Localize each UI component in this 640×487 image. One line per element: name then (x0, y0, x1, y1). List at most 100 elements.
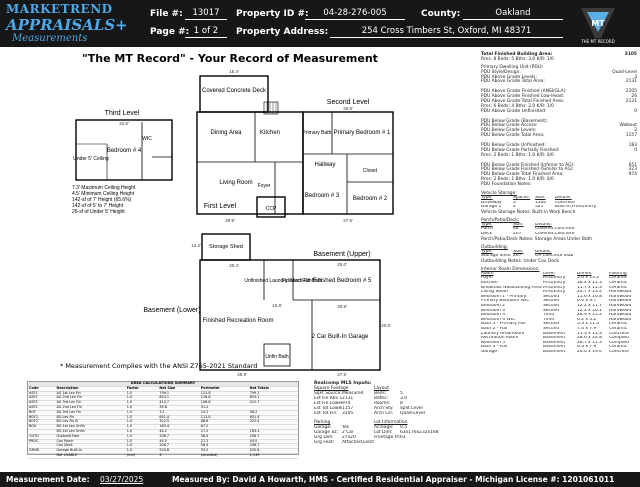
label-foyer: Foyer (258, 183, 271, 189)
grid-cell: 28.6 x 24.8 (577, 336, 602, 341)
label-living: Living Room (219, 180, 252, 186)
grid-cell: Second (543, 308, 560, 313)
summary-value: 2131 (625, 99, 637, 105)
mls-title: Realcomp MLS Inputs: (314, 381, 372, 386)
calc-cell (28, 429, 56, 435)
mls-cell: 3.0 (400, 396, 407, 401)
calc-summary-title: AREA CALCULATIONS SUMMARY (28, 381, 298, 387)
grid-cell: Second (543, 294, 560, 299)
calc-cell: 412.7 (248, 400, 298, 406)
logo-line-3: Measurements (12, 33, 88, 44)
grid-cell: Ceramic (609, 322, 628, 327)
mls-cell: Arch Sty: (374, 406, 394, 411)
calc-cell: 27.2 (199, 429, 249, 435)
calc-cell: 206.7 (158, 434, 200, 440)
calc-cell: BGU (28, 424, 56, 430)
mls-square-footage-header: Square Footage (314, 386, 349, 391)
third-level-outline (75, 119, 173, 181)
summary-value: Quad-Level (612, 69, 637, 75)
logo-line-2: APPRAISALS+ (6, 16, 128, 34)
calc-cell: BGF2 (28, 420, 56, 426)
grid-cell: CompWd (609, 336, 629, 341)
mls-cell: Garage: (314, 425, 332, 430)
grid-header-cell: Size: (513, 222, 524, 227)
label-finished-rec: Finished Recreation Room (202, 318, 273, 324)
calc-cell: 35.8 (158, 405, 200, 411)
calc-cell: Net LIVABLE (55, 453, 126, 459)
summary-value: 183 (628, 143, 637, 149)
calc-cell: ASF2 (28, 405, 56, 411)
grid-cell: Hardwood (609, 294, 632, 299)
grid-cell: 6.2 x 5.2 (577, 317, 597, 322)
mls-cell: Est Fin Abv Gr: (314, 396, 342, 401)
mls-cell: Measured (342, 391, 364, 396)
calc-cell: 1.0 (125, 439, 159, 445)
label-first-level: First Level (204, 203, 237, 210)
calc-cell: BG Lev Fin (55, 415, 126, 421)
grid-cell: 26.0 x 19.0 (577, 349, 602, 354)
mls-cell: Beds: (374, 391, 387, 396)
calc-cell: 183.3 (248, 429, 298, 435)
summary-row: Rms: 2 Beds: 1 Bths: 1.0 K/R: 0/0 (481, 177, 637, 183)
calc-cell (248, 405, 298, 411)
label-finished-bedroom5: Finished Bedroom # 5 (313, 278, 372, 284)
grid-cell: Third (543, 313, 555, 318)
calc-cell: 1.0 (125, 429, 159, 435)
calc-row: Net LIVABLE(rnd)3(rounded)2,149 (28, 453, 298, 459)
grid-cell: Deck (481, 232, 493, 237)
grid-cell: Covered,Concrete (535, 227, 575, 232)
summary-label: Rms: 6 Beds: 4 Bths: 2.0 K/R: 1/0 (481, 103, 554, 109)
county-value: Oakland (463, 8, 563, 20)
grid-cell: Recreation Room (481, 336, 519, 341)
grid-cell: Laundry Area/Room (481, 331, 525, 336)
grid-cell: Living Room (481, 290, 508, 295)
grid-cell: 12.2 x 11.7 (577, 303, 602, 308)
grid-cell: Garage 1 (481, 205, 502, 210)
calc-cell: BG 1st Lev Unfin (55, 429, 126, 435)
grid-cell: Second (543, 303, 560, 308)
summary-value: Walkout (619, 123, 637, 129)
grid-cell: Hardwood (609, 299, 632, 304)
mls-layout-header: Layout (374, 386, 389, 391)
label-basement-upper: Basement (Upper) (313, 251, 370, 258)
label-unfin-bath: Unfin Bath (265, 354, 289, 360)
page-label: Page #: (150, 27, 190, 37)
calc-cell: Cov Deck (55, 444, 126, 450)
summary-row: Primary Dwelling Unit (PDU) (481, 65, 637, 71)
calc-cell (248, 424, 298, 430)
dim-garage-bottom: 27.5' (337, 372, 347, 377)
measurement-date-label: Measurement Date: (6, 475, 90, 484)
dim-shed-side: 12.2' (191, 243, 201, 248)
grid-cell: First/Entry (543, 290, 566, 295)
summary-label: PDU Above Grade Finished Low-Head: (481, 94, 565, 100)
grid-cell: 2 (513, 205, 516, 210)
calc-cell: AG 3rd Lev Fin (55, 400, 126, 406)
mls-cell: Est Tot Lower: (314, 406, 342, 411)
grid-cell: On Concrete Slab (535, 254, 574, 259)
dim-garage-side: 20.0' (381, 323, 391, 328)
basement-outline (199, 259, 381, 371)
grid-cell: 5.6 x 13.2 (577, 276, 600, 281)
measured-by: Measured By: David A Howarth, HMS - Cert… (172, 475, 615, 484)
page-title: "The MT Record" - Your Record of Measure… (82, 52, 378, 65)
calc-cell: 3.1 (158, 410, 200, 416)
summary-value: 2 (634, 128, 637, 134)
grid-cell: 18.4 x 11.3 (577, 280, 602, 285)
calc-cell: 111.8 (199, 415, 249, 421)
mls-cell: 0.5 (400, 425, 407, 430)
grid-header-cell: Type: (481, 249, 493, 254)
summary-row: PDU Below Grade Total Area:1157 (481, 133, 637, 139)
calc-cell: 520.8 (158, 448, 200, 454)
calc-cell (28, 443, 56, 450)
calc-cell: 93.2 (199, 448, 249, 454)
grid-header-cell: Size: (513, 249, 524, 254)
